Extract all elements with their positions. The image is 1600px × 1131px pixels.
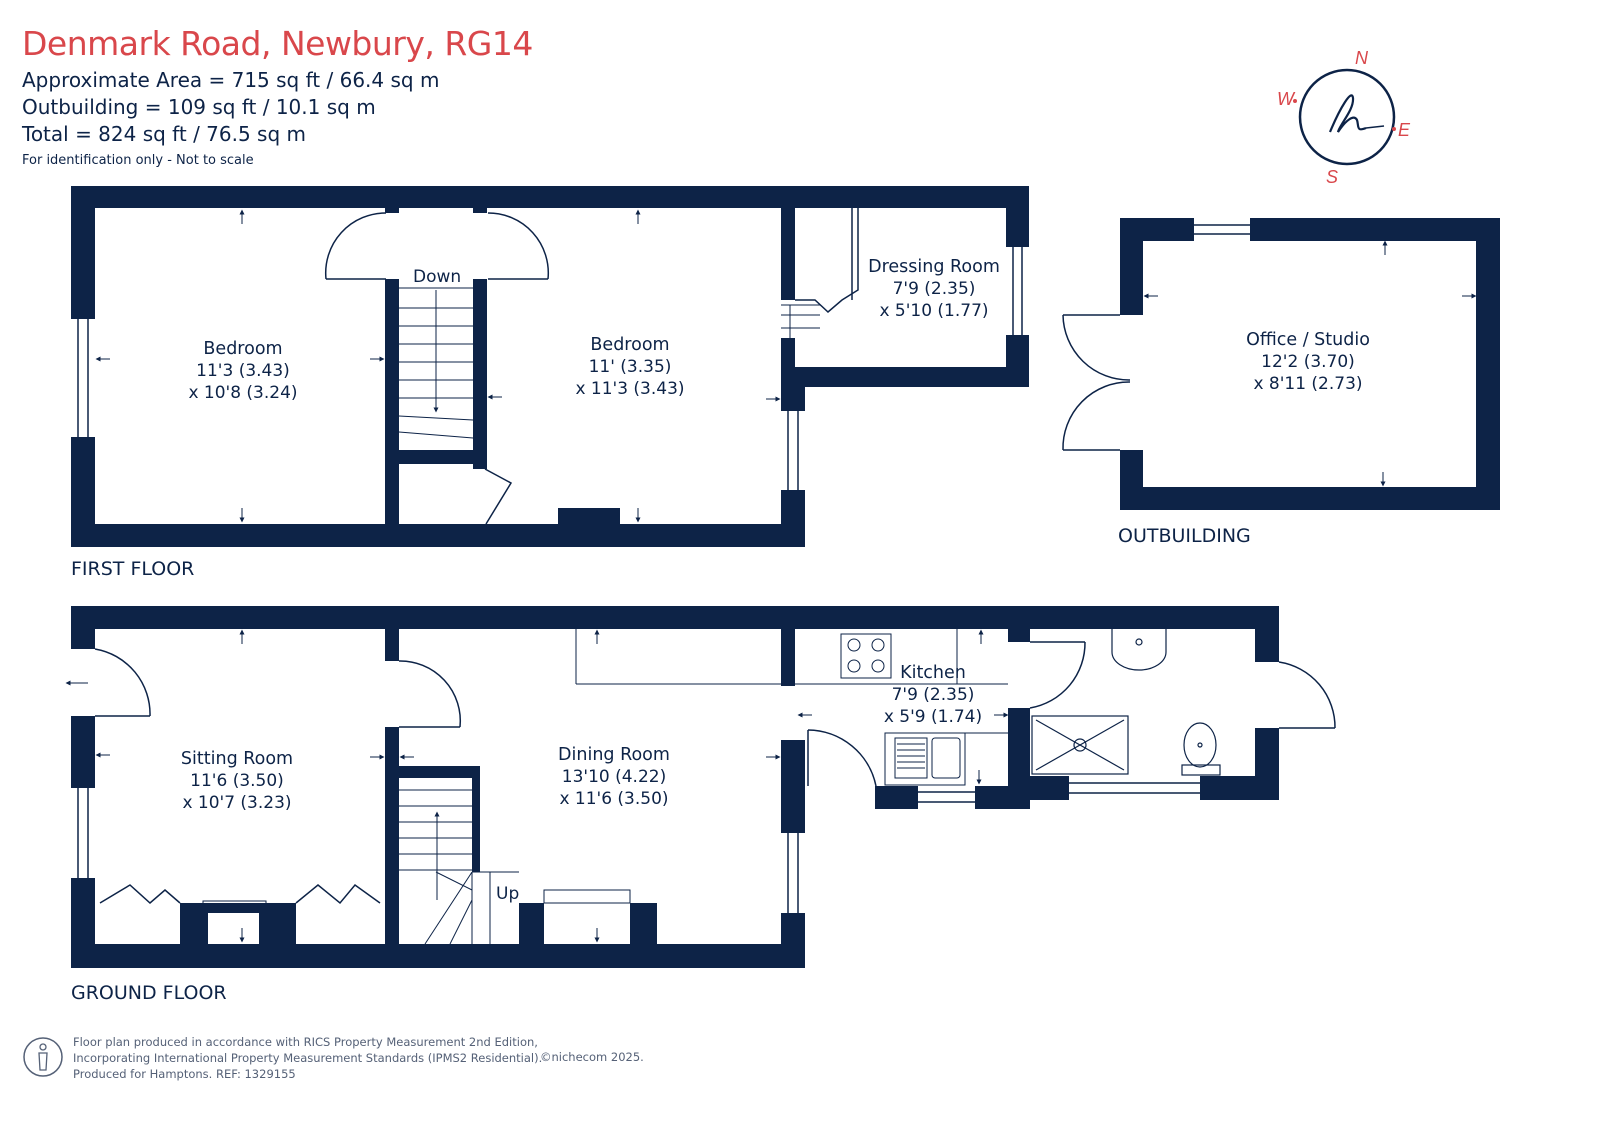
- approximate-area: Approximate Area = 715 sq ft / 66.4 sq m: [22, 68, 440, 92]
- first-floor-staircase: [398, 287, 820, 439]
- room-dressing-dim1: 7'9 (2.35): [893, 279, 976, 299]
- room-bedroom-right-dim2: x 11'3 (3.43): [575, 379, 684, 399]
- stairs-down-label: Down: [413, 267, 461, 287]
- ground-floor-measure-arrows: [65, 629, 1009, 943]
- outbuilding-area: Outbuilding = 109 sq ft / 10.1 sq m: [22, 95, 376, 119]
- ground-floor-staircase: [399, 789, 519, 945]
- room-dressing-name: Dressing Room: [868, 257, 1000, 277]
- room-kitchen-name: Kitchen: [900, 663, 966, 683]
- outbuilding-label: OUTBUILDING: [1118, 525, 1251, 547]
- room-sitting-dim2: x 10'7 (3.23): [182, 793, 291, 813]
- compass-west: W: [1277, 89, 1296, 109]
- plan-title: Denmark Road, Newbury, RG14: [22, 24, 533, 63]
- room-dining-dim2: x 11'6 (3.50): [559, 789, 668, 809]
- ground-floor-label: GROUND FLOOR: [71, 982, 227, 1004]
- compass-south: S: [1326, 167, 1338, 187]
- room-kitchen-dim1: 7'9 (2.35): [892, 685, 975, 705]
- first-floor-walls: [71, 186, 1029, 547]
- first-floor-label: FIRST FLOOR: [71, 558, 195, 580]
- room-office-dim1: 12'2 (3.70): [1261, 352, 1355, 372]
- room-sitting-dim1: 11'6 (3.50): [190, 771, 284, 791]
- total-area: Total = 824 sq ft / 76.5 sq m: [22, 122, 307, 146]
- compass-east: E: [1398, 120, 1411, 140]
- stairs-up-label: Up: [496, 884, 519, 904]
- outbuilding-doors: [1062, 314, 1131, 451]
- outbuilding-walls: [1120, 218, 1500, 510]
- room-office-name: Office / Studio: [1246, 330, 1370, 350]
- first-floor-measure-arrows: [95, 209, 781, 523]
- outbuilding-window: [1194, 224, 1250, 235]
- person-info-icon: [23, 1037, 63, 1077]
- room-dining-name: Dining Room: [558, 745, 670, 765]
- ground-floor-walls: [71, 606, 1279, 968]
- hearths: [202, 889, 631, 912]
- ground-floor-windows: [77, 782, 1200, 913]
- room-bedroom-left-dim1: 11'3 (3.43): [196, 361, 290, 381]
- room-dressing-dim2: x 5'10 (1.77): [879, 301, 988, 321]
- room-bedroom-left-name: Bedroom: [203, 339, 282, 359]
- first-floor-doors: [324, 208, 859, 525]
- footer-line-2: Incorporating International Property Mea…: [73, 1051, 543, 1065]
- room-dining-dim1: 13'10 (4.22): [562, 767, 666, 787]
- first-floor-windows: [77, 247, 1023, 490]
- ground-floor-doors: [94, 641, 1336, 905]
- room-sitting-name: Sitting Room: [181, 749, 293, 769]
- room-kitchen-dim2: x 5'9 (1.74): [884, 707, 982, 727]
- room-bedroom-right-name: Bedroom: [590, 335, 669, 355]
- room-office-dim2: x 8'11 (2.73): [1253, 374, 1362, 394]
- compass-icon: N E S W: [1277, 48, 1411, 187]
- kitchen-fittings: [575, 629, 1008, 786]
- room-bedroom-right-dim1: 11' (3.35): [589, 357, 672, 377]
- bathroom-fittings: [1031, 629, 1221, 776]
- footer-line-3: Produced for Hamptons. REF: 1329155: [73, 1067, 296, 1081]
- disclaimer: For identification only - Not to scale: [22, 153, 254, 168]
- footer-copyright: ©nichecom 2025.: [540, 1050, 644, 1064]
- outbuilding-measure-arrows: [1143, 240, 1477, 487]
- compass-north: N: [1355, 48, 1369, 68]
- footer-line-1: Floor plan produced in accordance with R…: [73, 1035, 538, 1049]
- footer-text: Floor plan produced in accordance with R…: [73, 1034, 542, 1082]
- room-bedroom-left-dim2: x 10'8 (3.24): [188, 383, 297, 403]
